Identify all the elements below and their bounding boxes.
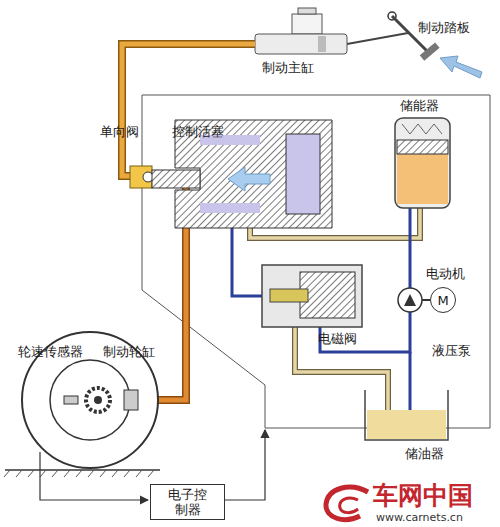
- part-label: 单向阀: [100, 124, 139, 139]
- solenoid-valve: [262, 265, 362, 327]
- ground-line: [5, 469, 160, 471]
- drain-pipe: [295, 327, 388, 410]
- controller-box: 电子控制器: [150, 484, 225, 520]
- reservoir-fluid: [367, 410, 446, 439]
- drain-pipe-outline: [295, 327, 388, 410]
- part-label: 制动轮缸: [103, 344, 155, 359]
- reservoir: [365, 390, 448, 440]
- part-label: 制动踏板: [418, 20, 470, 35]
- force-arrow: [440, 56, 482, 78]
- piston-arrow: [228, 167, 270, 191]
- speed-sensor: [64, 396, 78, 404]
- pedal-pad: [420, 43, 440, 61]
- part-label: 储油器: [405, 446, 444, 461]
- logo-swirl: [340, 498, 358, 513]
- accumulator-spring: [402, 124, 442, 134]
- pump-symbol: [404, 294, 416, 306]
- tone-wheel: [86, 388, 110, 412]
- cylinder-body: [255, 34, 347, 54]
- accumulator-piston: [397, 140, 448, 154]
- push-rod: [347, 33, 408, 44]
- valve-plunger: [270, 289, 308, 302]
- part-label: 电磁阀: [318, 331, 357, 346]
- watermark-text: www.carnets.cn: [376, 511, 463, 524]
- suction-line: [409, 352, 412, 412]
- cylinder-piston: [318, 36, 326, 52]
- tank-cap: [298, 8, 316, 14]
- accumulator-shell: [395, 118, 450, 208]
- motor-symbol: M: [430, 287, 456, 313]
- control-piston: [152, 120, 332, 228]
- master-cylinder: [255, 8, 347, 54]
- part-label: 液压泵: [432, 343, 471, 358]
- piston-rod: [152, 170, 200, 188]
- part-label: 电动机: [426, 266, 465, 281]
- valve-wire: [225, 430, 265, 500]
- sensor-wire: [40, 452, 148, 500]
- pressure-line: [409, 205, 412, 288]
- piston-chamber: [286, 134, 320, 214]
- accumulator: [395, 118, 450, 208]
- part-label: 制动主缸: [262, 60, 314, 75]
- logo-swirl: [326, 487, 368, 519]
- hydraulic-pump: [398, 288, 422, 312]
- part-label: 储能器: [400, 98, 439, 113]
- wheel-cylinder: [124, 390, 138, 410]
- fluid-tank: [292, 14, 322, 34]
- pump-shaft: [422, 299, 430, 301]
- brake-disc: [50, 360, 130, 440]
- modulator-boundary: [142, 95, 490, 428]
- watermark-logo: [326, 487, 368, 519]
- part-label: 轮速传感器: [18, 344, 83, 359]
- brake-pedal: [347, 12, 482, 78]
- node-text: M: [433, 293, 453, 308]
- ground-hatch: [4, 470, 154, 477]
- valve-housing: [262, 265, 362, 327]
- hub: [94, 396, 102, 404]
- part-label: 控制活塞: [172, 124, 224, 139]
- housing-channel: [200, 203, 260, 213]
- check-valve: [130, 166, 152, 188]
- node-text: 电子控制器: [166, 487, 210, 517]
- accumulator-fluid: [397, 154, 448, 204]
- watermark-text: 车网中国: [373, 482, 473, 510]
